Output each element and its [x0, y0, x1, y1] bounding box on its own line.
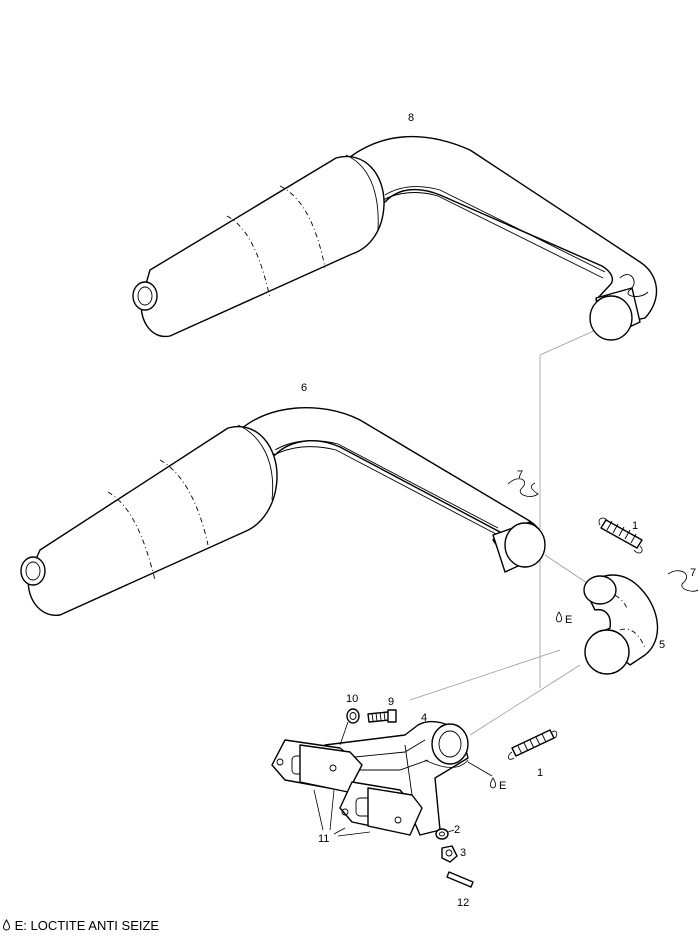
muffler-lower-part-6 — [20, 406, 546, 616]
callout-8: 8 — [408, 112, 414, 124]
callout-3: 3 — [460, 847, 466, 859]
spring-part-1-lower — [508, 729, 558, 760]
callout-7-right: 7 — [690, 567, 696, 579]
callout-1-lower: 1 — [537, 767, 543, 779]
elbow-part-5 — [583, 574, 659, 675]
muffler-upper-part-8 — [132, 135, 658, 341]
callout-9: 9 — [388, 696, 394, 708]
washer-part-2 — [435, 828, 455, 840]
pin-part-12 — [446, 871, 474, 888]
loctite-drop-icon-upper — [555, 611, 563, 623]
bolt-part-9 — [367, 709, 397, 723]
gaskets-part-11 — [271, 739, 423, 837]
loctite-marker-lower: E — [499, 780, 506, 792]
legend-footnote: E: LOCTITE ANTI SEIZE — [2, 918, 159, 933]
callout-1-upper: 1 — [632, 520, 638, 532]
nut-part-3 — [441, 845, 458, 863]
legend-text: E: LOCTITE ANTI SEIZE — [14, 918, 160, 933]
clip-part-7-right — [667, 570, 699, 592]
spring-part-1-upper — [598, 517, 643, 554]
callout-5: 5 — [659, 639, 665, 651]
loctite-drop-icon-legend — [2, 918, 11, 931]
loctite-drop-icon-lower — [489, 777, 497, 789]
assembly-leader-lines — [409, 329, 597, 736]
loctite-marker-upper: E — [565, 614, 572, 626]
callout-12: 12 — [457, 897, 469, 909]
callout-7-left: 7 — [517, 469, 523, 481]
clip-part-7-left — [507, 478, 539, 497]
callout-4: 4 — [421, 712, 427, 724]
callout-6: 6 — [301, 382, 307, 394]
callout-10: 10 — [346, 693, 358, 705]
nut-part-10 — [339, 708, 360, 746]
callout-11: 11 — [318, 833, 329, 845]
callout-2: 2 — [454, 824, 460, 836]
